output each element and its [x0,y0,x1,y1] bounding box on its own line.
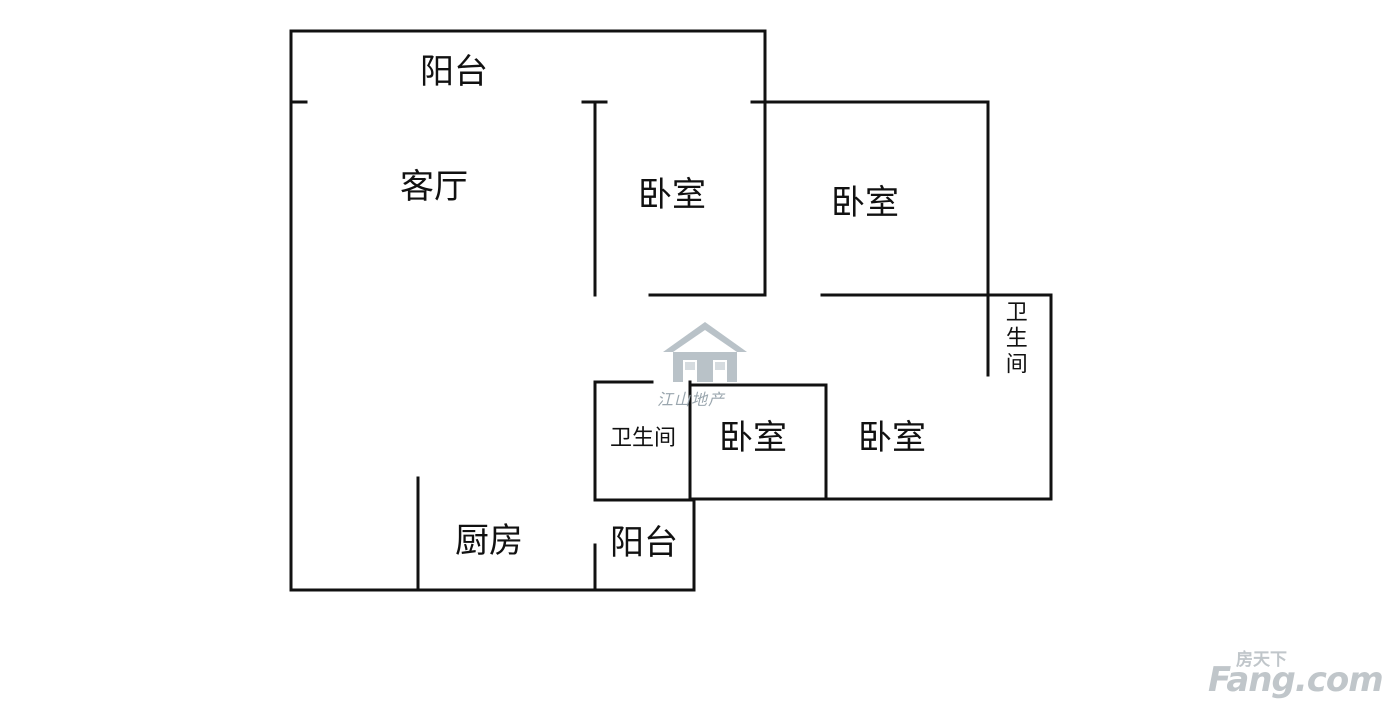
room-label-bedroom-4: 卧室 [858,418,926,458]
room-label-bathroom-right: 卫生间 [1001,300,1027,378]
room-label-balcony-bottom: 阳台 [610,523,678,563]
room-label-bedroom-3: 卧室 [719,418,787,458]
room-label-bedroom-1: 卧室 [638,175,706,215]
site-watermark-en: Fang.com [1208,660,1384,700]
site-watermark-cn: 房天下 [1236,650,1287,670]
house-icon [663,322,747,382]
room-label-living-room: 客厅 [400,167,468,207]
room-label-bedroom-2: 卧室 [831,183,899,223]
room-label-balcony-top: 阳台 [420,52,488,92]
agency-watermark: 江山地产 [657,390,726,409]
room-label-kitchen: 厨房 [455,521,523,561]
room-label-bathroom-small: 卫生间 [610,426,677,451]
